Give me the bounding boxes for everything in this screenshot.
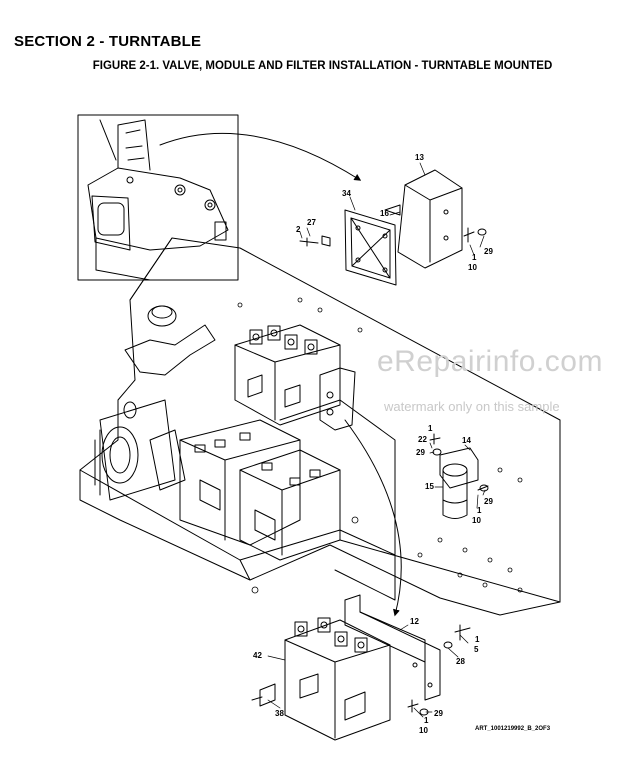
arrow-inset-to-module xyxy=(159,132,362,181)
valve-assembly-lower xyxy=(251,594,471,741)
module-assembly xyxy=(299,169,487,286)
inset-view xyxy=(77,114,239,281)
callout-15: 15 xyxy=(425,482,434,491)
callout-34: 34 xyxy=(342,189,351,198)
callout-16: 16 xyxy=(380,209,389,218)
batteries xyxy=(179,419,341,561)
callout-5: 5 xyxy=(474,645,479,654)
callout-13: 13 xyxy=(415,153,424,162)
callout-1-upper: 1 xyxy=(472,253,477,262)
callout-29-lower: 29 xyxy=(434,709,443,718)
callout-2: 2 xyxy=(296,225,301,234)
motor-assembly xyxy=(94,399,186,501)
watermark-site: eRepairinfo.com xyxy=(377,345,603,378)
callout-1-filter-lower: 1 xyxy=(477,506,482,515)
callout-38: 38 xyxy=(275,709,284,718)
figure-title: FIGURE 2-1. VALVE, MODULE AND FILTER INS… xyxy=(92,60,553,72)
callout-22: 22 xyxy=(418,435,427,444)
callout-1-lower: 1 xyxy=(475,635,480,644)
art-number: ART_1001219992_B_2OF3 xyxy=(475,726,551,732)
callouts: 13 34 16 27 2 29 1 10 14 1 22 29 15 29 1… xyxy=(253,153,493,735)
callout-1-filter: 1 xyxy=(428,424,433,433)
callout-12: 12 xyxy=(410,617,419,626)
callout-10-filter: 10 xyxy=(472,516,481,525)
callout-29-filter-lower: 29 xyxy=(484,497,493,506)
turntable-frame xyxy=(79,237,561,616)
section-title: SECTION 2 - TURNTABLE xyxy=(14,33,202,50)
callout-1-bottom: 1 xyxy=(424,716,429,725)
watermark-note: watermark only on this sample xyxy=(384,399,560,414)
filter-assembly xyxy=(429,433,489,519)
callout-10-upper: 10 xyxy=(468,263,477,272)
callout-10-bottom: 10 xyxy=(419,726,428,735)
callout-28: 28 xyxy=(456,657,465,666)
callout-29-filter: 29 xyxy=(416,448,425,457)
callout-14: 14 xyxy=(462,436,471,445)
callout-27: 27 xyxy=(307,218,316,227)
arrow-to-lower-assembly xyxy=(344,419,402,617)
callout-42: 42 xyxy=(253,651,262,660)
valve-assembly-upper xyxy=(234,324,356,431)
callout-29-upper: 29 xyxy=(484,247,493,256)
